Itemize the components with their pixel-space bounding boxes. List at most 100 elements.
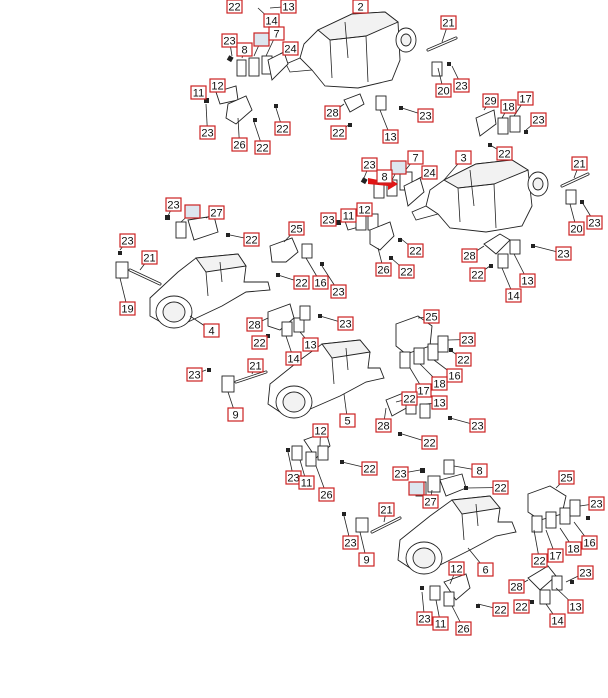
callout-14: 14 (263, 13, 280, 28)
callout-box (361, 157, 378, 172)
callout-box (549, 613, 566, 628)
callout-23: 23 (342, 535, 359, 550)
callout-23: 23 (199, 125, 216, 140)
callout-17: 17 (547, 548, 564, 563)
callout-box (375, 262, 392, 277)
callout-25: 25 (288, 221, 305, 236)
callout-number: 2 (357, 2, 363, 14)
callout-22: 22 (243, 232, 260, 247)
callout-number: 17 (549, 551, 561, 563)
callout-12: 12 (312, 423, 329, 438)
callout-number: 25 (290, 224, 302, 236)
callout-box (453, 78, 470, 93)
callout-box (530, 112, 547, 127)
bracket-group-3 (336, 109, 535, 269)
callout-box (455, 150, 472, 165)
callout-23: 23 (285, 470, 302, 485)
callout-number: 25 (425, 312, 437, 324)
callout-box (423, 309, 440, 324)
callout-21: 21 (571, 156, 588, 171)
callout-number: 23 (455, 81, 467, 93)
callout-box (555, 246, 572, 261)
callout-4: 4 (203, 323, 220, 338)
callout-13: 13 (280, 0, 297, 14)
callout-22: 22 (407, 243, 424, 258)
callout-box (318, 487, 335, 502)
callout-number: 14 (551, 616, 563, 628)
callout-box (236, 42, 253, 57)
callout-17: 17 (415, 383, 432, 398)
callout-number: 11 (435, 619, 446, 631)
callout-28: 28 (508, 579, 525, 594)
callout-box (392, 466, 409, 481)
callout-box (469, 418, 486, 433)
callout-number: 29 (484, 96, 496, 108)
callout-number: 13 (433, 398, 445, 410)
heater-unit-6 (342, 495, 517, 575)
callout-number: 21 (380, 505, 392, 517)
callout-box (431, 395, 448, 410)
callout-3: 3 (455, 150, 472, 165)
callout-number: 23 (557, 249, 569, 261)
callout-number: 4 (208, 326, 214, 338)
callout-box (435, 83, 452, 98)
callout-23: 23 (416, 611, 433, 626)
callout-20: 20 (435, 83, 452, 98)
callout-16: 16 (312, 275, 329, 290)
callout-blank (253, 32, 270, 47)
callout-box (330, 125, 347, 140)
callout-box (577, 565, 594, 580)
callout-number: 8 (476, 466, 482, 478)
callout-8: 8 (471, 463, 488, 478)
callout-box (446, 368, 463, 383)
callout-22: 22 (226, 0, 243, 14)
callout-13: 13 (567, 599, 584, 614)
callout-number: 22 (494, 483, 506, 495)
callout-13: 13 (302, 337, 319, 352)
callout-number: 23 (588, 218, 600, 230)
callout-number: 5 (344, 416, 350, 428)
callout-28: 28 (246, 317, 263, 332)
callout-box (408, 481, 425, 496)
callout-number: 22 (423, 438, 435, 450)
callout-box (320, 212, 337, 227)
callout-box (221, 33, 238, 48)
callout-number: 11 (301, 478, 312, 490)
callout-box (302, 337, 319, 352)
callout-22: 22 (361, 461, 378, 476)
callout-box (421, 165, 438, 180)
callout-23: 23 (330, 284, 347, 299)
callout-box (298, 475, 315, 490)
callout-blank (390, 160, 407, 175)
callout-box (508, 579, 525, 594)
callout-8: 8 (236, 42, 253, 57)
callout-box (352, 0, 369, 14)
callout-box (513, 599, 530, 614)
callout-number: 28 (463, 251, 475, 263)
callout-22: 22 (513, 599, 530, 614)
callout-number: 18 (567, 544, 579, 556)
callout-box (186, 367, 203, 382)
callout-number: 12 (450, 564, 462, 576)
callout-number: 6 (482, 565, 488, 577)
callout-8: 8 (376, 169, 393, 184)
callout-22: 22 (254, 140, 271, 155)
callout-number: 8 (241, 45, 247, 57)
callout-number: 23 (471, 421, 483, 433)
bracket-group-4 (165, 215, 324, 338)
callout-23: 23 (530, 112, 547, 127)
callout-28: 28 (375, 418, 392, 433)
callout-23: 23 (577, 565, 594, 580)
callout-23: 23 (337, 316, 354, 331)
callout-box (280, 0, 297, 14)
callout-26: 26 (375, 262, 392, 277)
callout-16: 16 (446, 368, 463, 383)
callout-number: 24 (284, 44, 296, 56)
callout-box (431, 376, 448, 391)
clip-20-top (431, 61, 451, 77)
callout-11: 11 (340, 208, 357, 223)
callout-box (253, 32, 270, 47)
callout-9: 9 (227, 407, 244, 422)
rod-21-right (560, 172, 590, 205)
